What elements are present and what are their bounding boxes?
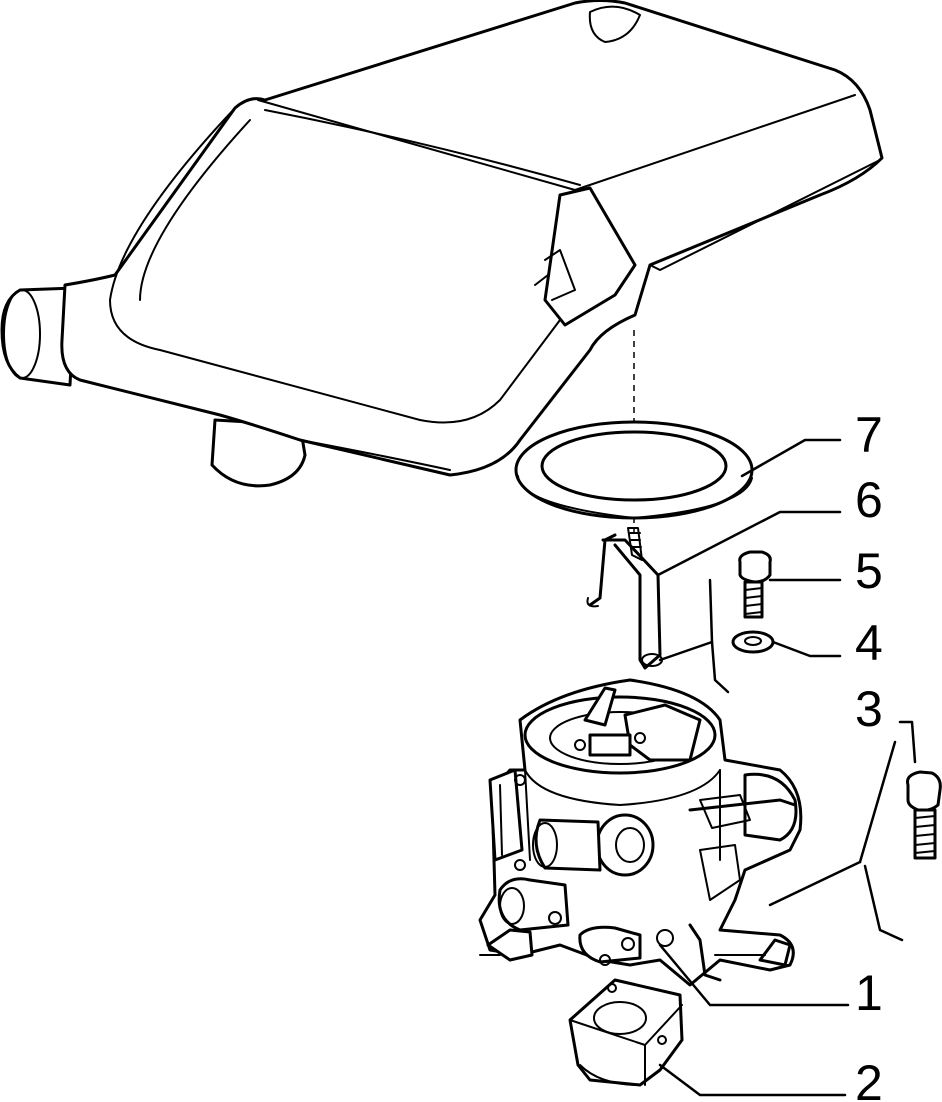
callout-1: 1 [855, 965, 883, 1021]
washer [731, 630, 775, 654]
callout-7: 7 [855, 407, 883, 463]
callout-4: 4 [855, 615, 883, 671]
air-filter-housing [0, 0, 884, 488]
callout-5: 5 [855, 543, 883, 599]
bolt-small [738, 550, 772, 619]
bolt-large [906, 770, 942, 860]
carburetor [478, 678, 803, 987]
callout-6: 6 [855, 472, 883, 528]
carburetor-spacer [568, 978, 684, 1087]
callout-3: 3 [855, 681, 883, 737]
gasket-ring [514, 420, 754, 520]
support-bracket [586, 527, 663, 670]
callout-2: 2 [855, 1055, 883, 1102]
leader-lines [656, 438, 917, 1097]
